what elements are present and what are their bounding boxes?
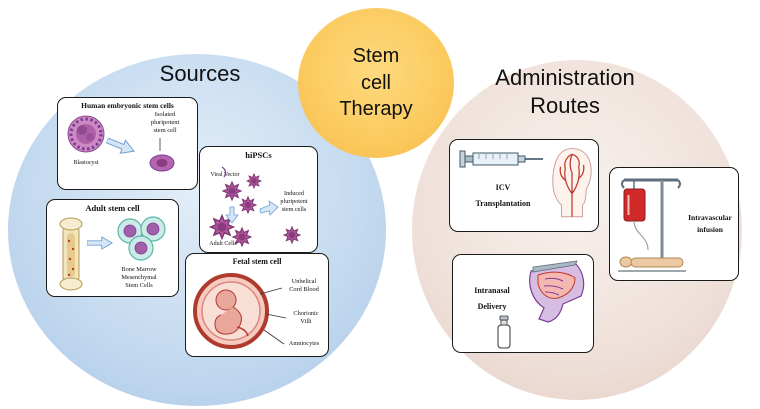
diagram-title: Stem cell Therapy [339, 45, 413, 121]
iv-pole-icon [618, 178, 686, 272]
fetal-title: Fetal stem cell [232, 257, 282, 266]
icv-box: ICV Transplantation [449, 139, 599, 232]
embryonic-box: Human embryonic stem cells Blastocyst Is… [57, 97, 198, 190]
arrow-icon [105, 137, 135, 154]
embryonic-title: Human embryonic stem cells [81, 101, 174, 110]
blastocyst-label: Blastocyst [73, 160, 99, 166]
hipsc-title: hiPSCs [245, 150, 272, 160]
induced-pluripotent-label: Induced pluripotent stem cells [280, 190, 308, 213]
hipsc-box: hiPSCs Viral Vector Induced pluripotent … [199, 146, 318, 253]
cord-blood-label: Unbelical Cord Blood [289, 278, 319, 293]
amniocytes-label: Amniocytes [288, 340, 320, 347]
sources-heading: Sources [159, 61, 241, 86]
fetal-box: Fetal stem cell Unbelical Cord Blood Cho… [185, 253, 329, 357]
chorionic-villi-label: Chorionic Villi [293, 310, 319, 325]
bone-marrow-label: Bone Marrow Mesenchymal Stem Cells [121, 266, 157, 289]
hipsc-cells-icon [209, 166, 301, 247]
title-circle: Stem cell Therapy [298, 8, 454, 158]
pointer-line [159, 138, 161, 151]
intranasal-box: Intranasal Delivery [452, 254, 594, 353]
nasal-cavity-icon [529, 260, 585, 323]
routes-heading: Administration Routes [495, 65, 635, 118]
adult-cells-label: Adult Cells [209, 241, 237, 247]
adult-box: Adult stem cell Bone Marrow Mesenchymal … [46, 199, 179, 297]
viral-vector-label: Viral Vector [210, 172, 240, 178]
head-vessels-icon [552, 148, 592, 218]
stem-cell-icon [149, 154, 175, 172]
fetus-icon [193, 273, 269, 349]
bone-icon [59, 217, 83, 291]
fetal-pointer-lines [259, 287, 287, 345]
intranasal-label: Intranasal Delivery [474, 286, 510, 311]
isolated-pluripotent-label: Isolated pluripotent stem cell [150, 111, 180, 135]
intravascular-label: Intravascular infusion [688, 213, 732, 234]
adult-title: Adult stem cell [85, 203, 140, 213]
intravascular-box: Intravascular infusion [609, 167, 739, 281]
icv-label: ICV Transplantation [475, 183, 531, 208]
syringe-icon [459, 150, 543, 168]
msc-cluster-icon [117, 216, 166, 261]
arrow-icon [87, 236, 113, 250]
spray-bottle-icon [497, 315, 511, 349]
blastocyst-icon [67, 115, 105, 153]
